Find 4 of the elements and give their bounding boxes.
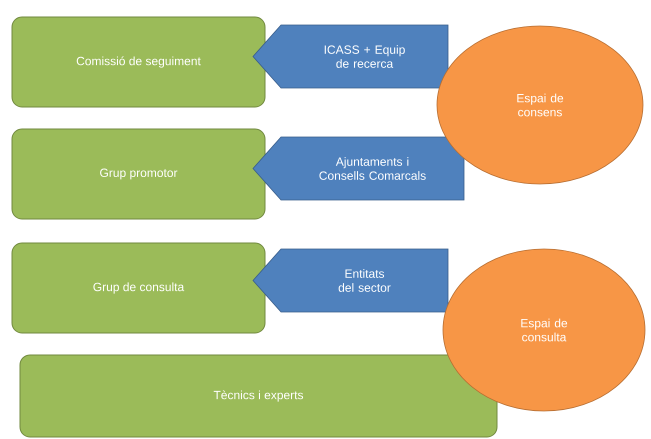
process-box: Comissió de seguiment — [12, 16, 266, 108]
process-box: Grup promotor — [12, 128, 266, 220]
process-box: Tècnics i experts — [20, 354, 498, 438]
process-box: Grup de consulta — [12, 242, 266, 334]
